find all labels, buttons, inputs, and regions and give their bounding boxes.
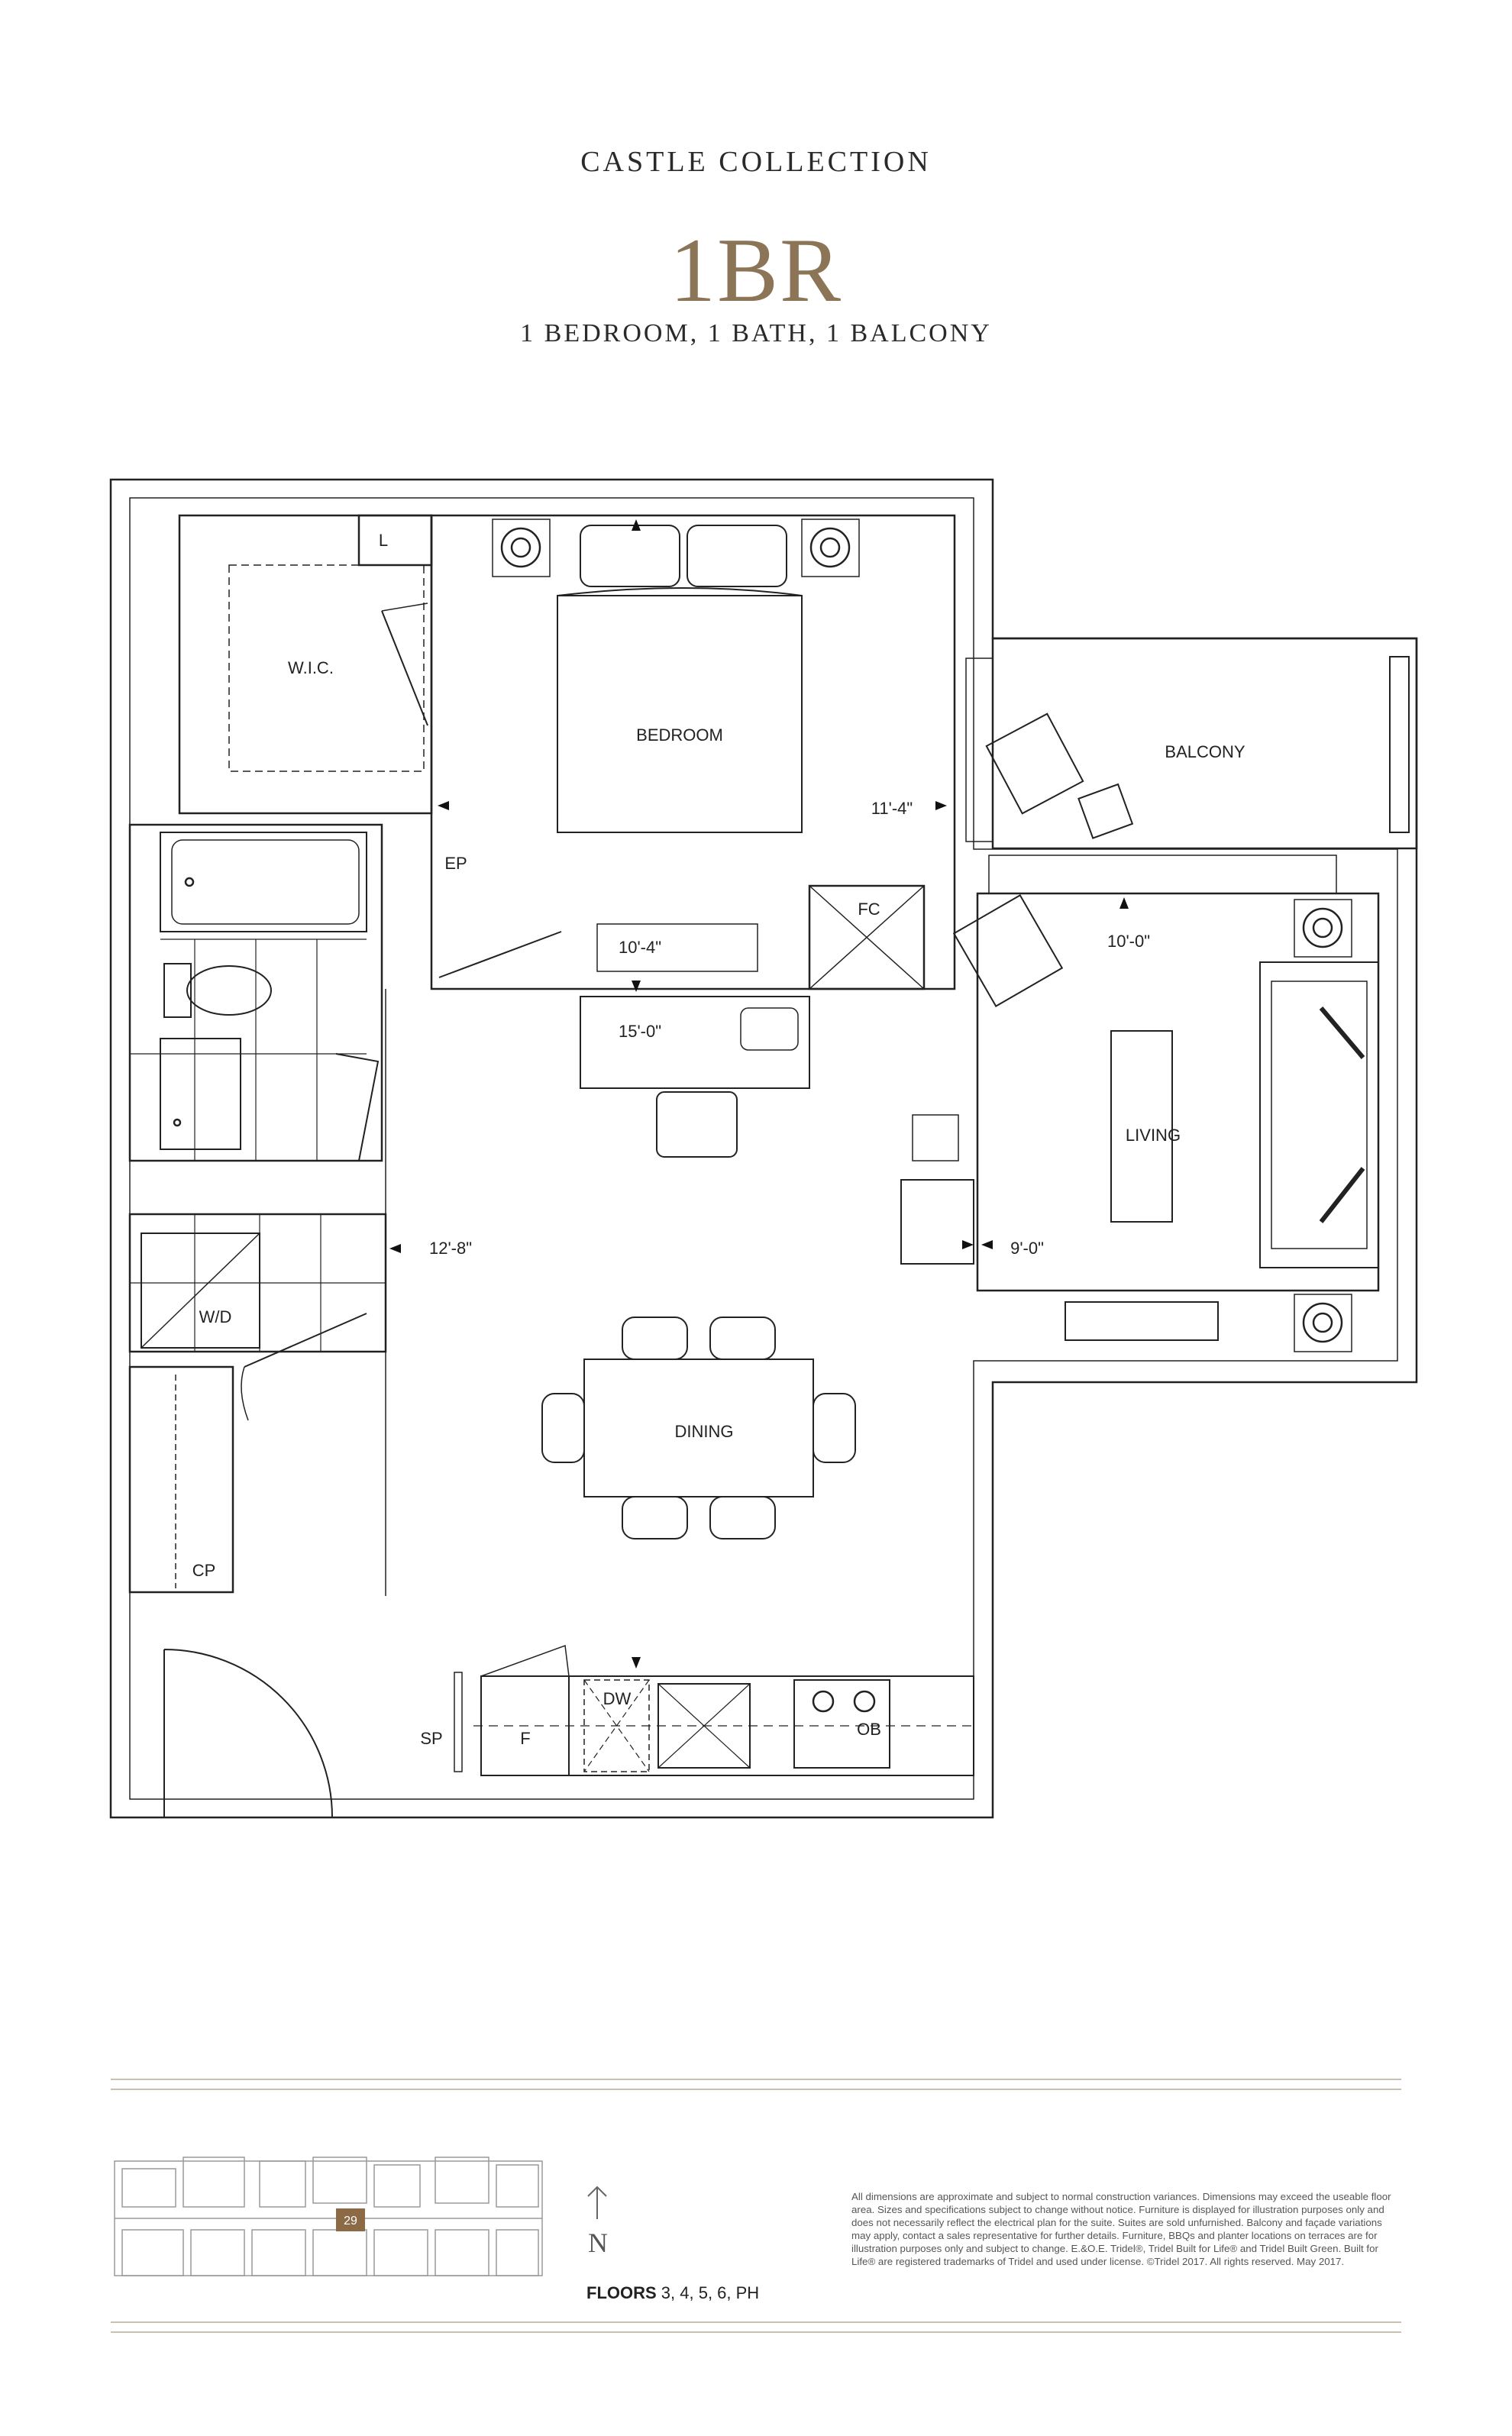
bottom-rule xyxy=(111,2321,1401,2323)
sink xyxy=(160,1038,241,1150)
inner-wall xyxy=(129,497,1398,1800)
north-arrow-icon xyxy=(587,2186,607,2219)
label-dw: DW xyxy=(603,1689,632,1708)
label-l: L xyxy=(379,531,388,550)
floor-plan: L W.I.C. BEDROOM BALCONY 11'-4" EP FC 10… xyxy=(109,478,1418,1819)
desk xyxy=(580,996,810,1089)
stove xyxy=(793,1679,890,1769)
label-wic: W.I.C. xyxy=(288,658,334,677)
label-ob: OB xyxy=(857,1720,881,1739)
floors-value: 3, 4, 5, 6, PH xyxy=(661,2283,760,2302)
living-room xyxy=(976,892,1380,1292)
label-bedroom: BEDROOM xyxy=(636,725,723,745)
dim-living: 9'-0" xyxy=(1010,1239,1044,1258)
bed xyxy=(557,595,803,833)
label-wd: W/D xyxy=(199,1307,232,1326)
keyplan-unit-number: 29 xyxy=(344,2215,357,2228)
unit-name: 1BR xyxy=(669,219,843,321)
keyplan: 29 xyxy=(114,2157,543,2276)
bedroom-room xyxy=(430,514,956,990)
sofa xyxy=(1259,961,1379,1268)
bathtub xyxy=(160,832,367,932)
floors-line: FLOORS 3, 4, 5, 6, PH xyxy=(586,2283,759,2303)
dim-bedroom-width: 11'-4" xyxy=(871,799,913,818)
collection-title: CASTLE COLLECTION xyxy=(580,146,932,178)
dim-balcony: 10'-0" xyxy=(1107,932,1150,951)
unit-subtitle: 1 BEDROOM, 1 BATH, 1 BALCONY xyxy=(520,319,992,347)
label-fc: FC xyxy=(858,900,880,919)
cp-closet xyxy=(128,1365,234,1594)
north-label: N xyxy=(588,2228,608,2258)
entry-door xyxy=(163,1649,333,1818)
label-cp: CP xyxy=(192,1561,216,1580)
floors-label: FLOORS xyxy=(586,2283,657,2302)
toilet xyxy=(163,963,192,1018)
dim-den: 15'-0" xyxy=(619,1022,661,1041)
top-rule xyxy=(111,2079,1401,2080)
dim-bedroom-depth: 10'-4" xyxy=(619,938,661,957)
keyplan-unit-highlight xyxy=(336,2208,365,2231)
coffee-table xyxy=(1110,1030,1173,1223)
label-living: LIVING xyxy=(1126,1126,1181,1145)
label-sp: SP xyxy=(420,1729,442,1748)
outer-wall xyxy=(109,478,1418,1819)
label-balcony: BALCONY xyxy=(1165,742,1245,761)
top-rule-2 xyxy=(111,2089,1401,2090)
label-f: F xyxy=(520,1729,530,1748)
label-ep: EP xyxy=(444,854,467,873)
dim-dining: 12'-8" xyxy=(429,1239,472,1258)
disclaimer: All dimensions are approximate and subje… xyxy=(851,2191,1391,2268)
fc-closet xyxy=(808,884,926,990)
label-dining: DINING xyxy=(675,1422,734,1441)
bottom-rule-2 xyxy=(111,2331,1401,2333)
